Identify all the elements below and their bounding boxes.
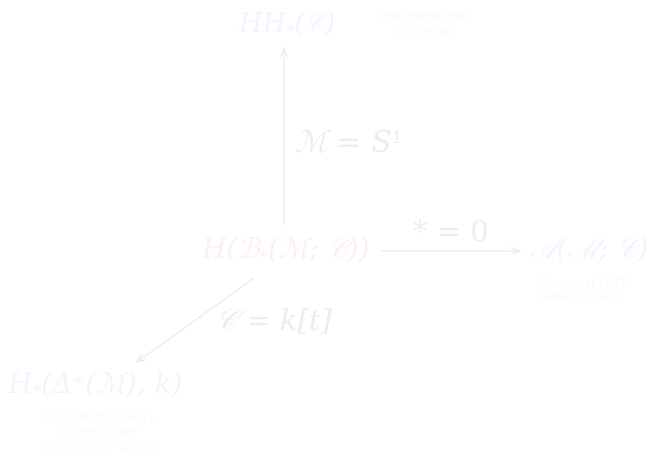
hochschild-note: (the Hochschild homology) <box>366 9 482 37</box>
hochschild-sub: * <box>286 20 295 41</box>
up-label-sup: 1 <box>391 127 403 147</box>
up-label-lhs: ℳ <box>295 125 328 160</box>
hochschild-main: HH <box>239 8 287 39</box>
singular-tail: (ℳ), k) <box>85 367 183 400</box>
singular-rest: (Δ <box>41 367 73 400</box>
up-label-eq: = <box>327 125 372 160</box>
blob-homology-node: H(ℬ*(ℳ; 𝒞)) <box>202 232 370 267</box>
center-prefix: H( <box>202 232 238 265</box>
up-label-rhs: S <box>371 125 392 160</box>
hochschild-arg: (𝒞) <box>294 8 336 39</box>
tqft-note-line-1: (the usual TQFT <box>536 276 628 290</box>
right-arrow-label: * = 0 <box>413 214 489 248</box>
hochschild-note-line-1: (the Hochschild <box>379 9 469 23</box>
singular-sub: * <box>32 382 42 403</box>
singular-note-line-2: of the infinite <box>60 424 138 438</box>
singular-note: (singular homology of the infinite confi… <box>24 410 174 452</box>
center-rest: (ℳ; 𝒞)) <box>268 232 370 265</box>
singular-sup: ∞ <box>72 370 86 389</box>
center-calB: ℬ <box>237 232 260 265</box>
singular-note-line-1: (singular homology <box>43 410 155 424</box>
up-arrow-label: ℳ = S1 <box>295 128 402 158</box>
down-arrow-label: 𝒞 = k[t] <box>216 303 332 337</box>
arrow-down-left <box>137 277 255 362</box>
singular-homology-node: H*(Δ∞(ℳ), k) <box>8 367 183 402</box>
singular-note-line-3: configuration space) <box>39 438 159 452</box>
tqft-note-line-2: Hilbert space) <box>541 290 623 304</box>
hochschild-homology-node: HH*(𝒞) <box>239 8 336 39</box>
tqft-node: 𝒜(ℳ; 𝒞) <box>530 232 648 265</box>
singular-main: H <box>8 367 33 400</box>
center-sub: * <box>259 247 269 268</box>
tqft-note: (the usual TQFT Hilbert space) <box>520 276 644 304</box>
hochschild-note-line-2: homology) <box>393 23 455 37</box>
